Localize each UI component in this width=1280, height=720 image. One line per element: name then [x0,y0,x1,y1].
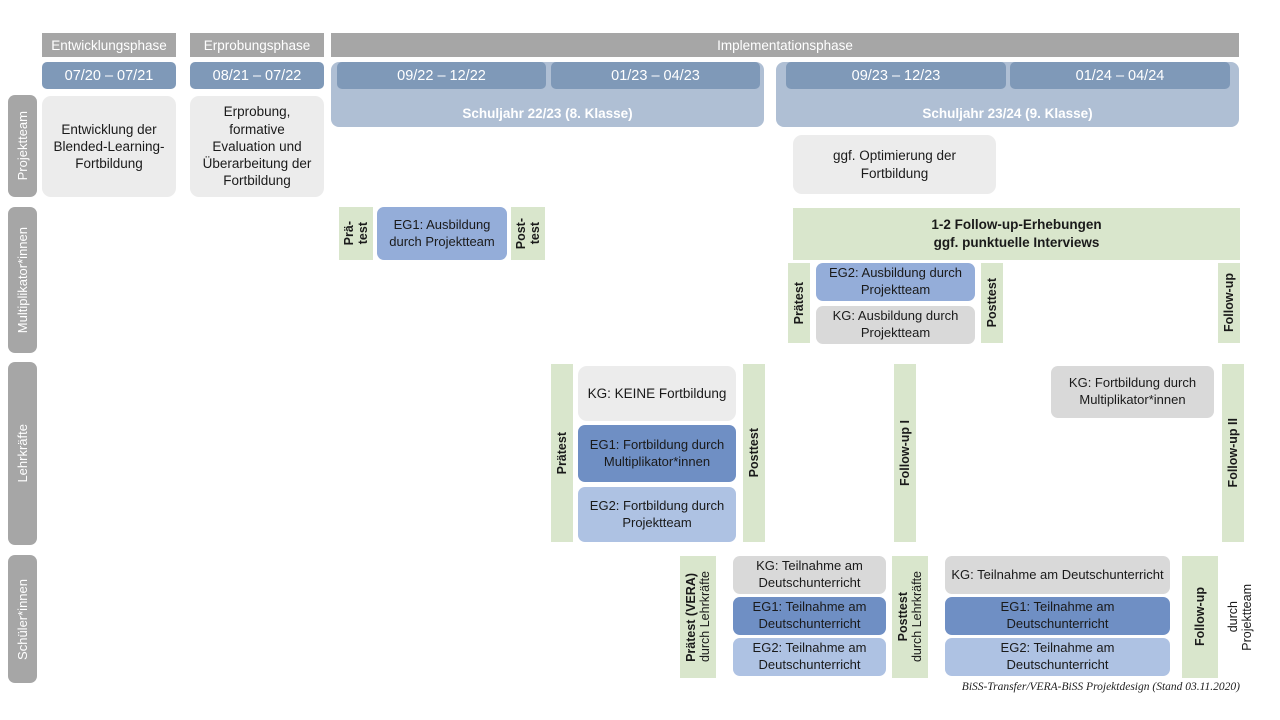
box-text: EG2: Teilnahme am Deutschunterricht [752,640,867,672]
followup-bold-label: Follow-up [1193,587,1207,647]
followup-sub-line1: durch [1226,601,1240,633]
lehrkraefte-kg-keine-fortbildung: KG: KEINE Fortbildung [578,366,736,421]
phase-header-implementation: Implementationsphase [331,33,1239,57]
multiplikatoren-followup: Follow-up [1218,263,1240,343]
box-text: EG2: Ausbildung durch Projektteam [829,265,962,297]
box-text: EG1: Fortbildung durch Multiplikator*inn… [589,436,725,469]
box-text: Entwicklung der Blended-Learning-Fortbil… [53,121,165,172]
praetest-bold-label: Prätest (VERA) [684,572,698,662]
period-label: 01/24 – 04/24 [1075,67,1165,84]
praetest-label: Prätest [792,281,806,325]
praetest-line1: Prä- [342,221,356,246]
multiplikatoren-kg-ausbildung: KG: Ausbildung durch Projektteam [816,306,975,344]
followup-band-line1: 1-2 Follow-up-Erhebungen [931,216,1102,232]
row-label-text: Projektteam [15,111,30,181]
praetest-line2: test [356,222,370,245]
projektteam-box-erprobung: Erprobung, formative Evaluation und Über… [190,96,324,197]
schuelerinnen-praetest-vera: Prätest (VERA) durch Lehrkräfte [680,556,716,678]
period-label: 01/23 – 04/23 [611,67,700,84]
phase-header-label: Erprobungsphase [203,37,311,53]
multiplikatoren-eg1-ausbildung: EG1: Ausbildung durch Projektteam [377,207,507,260]
box-text: EG1: Teilnahme am Deutschunterricht [1000,599,1115,631]
schuelerinnen-posttest: Posttest durch Lehrkräfte [892,556,928,678]
period-09-23-12-23: 09/23 – 12/23 [786,62,1006,89]
praetest-sub-label: durch Lehrkräfte [698,571,712,663]
period-label: 08/21 – 07/22 [212,67,302,84]
projektteam-box-entwicklung: Entwicklung der Blended-Learning-Fortbil… [42,96,176,197]
box-text: Erprobung, formative Evaluation und Über… [202,104,312,189]
lehrkraefte-eg1-fortbildung: EG1: Fortbildung durch Multiplikator*inn… [578,425,736,482]
posttest-sub-label: durch Lehrkräfte [910,571,924,663]
schuelerinnen-eg2-teilnahme-left: EG2: Teilnahme am Deutschunterricht [733,638,886,676]
period-label: 07/20 – 07/21 [64,67,154,84]
period-label: 09/23 – 12/23 [851,67,941,84]
schuelerinnen-eg1-teilnahme-right: EG1: Teilnahme am Deutschunterricht [945,597,1170,635]
multiplikatoren-praetest-right: Prätest [788,263,810,343]
row-label-text: Multiplikator*innen [15,226,30,334]
row-label-schuelerinnen: Schüler*innen [8,555,37,683]
schuelerinnen-eg2-teilnahme-right: EG2: Teilnahme am Deutschunterricht [945,638,1170,676]
footer-text: BiSS-Transfer/VERA-BiSS Projektdesign (S… [961,681,1240,693]
phase-header-erprobung: Erprobungsphase [190,33,324,57]
phase-header-label: Implementationsphase [717,37,853,53]
box-text: EG2: Teilnahme am Deutschunterricht [1000,640,1115,672]
multiplikatoren-followup-band: 1-2 Follow-up-Erhebungen ggf. punktuelle… [793,208,1240,260]
posttest-line1: Post- [514,217,528,250]
box-text: EG1: Ausbildung durch Projektteam [389,216,495,249]
followup-band-line2: ggf. punktuelle Interviews [933,235,1100,250]
followup-label: Follow-up [1222,273,1236,333]
schuelerinnen-followup: Follow-up [1182,556,1218,678]
row-label-text: Schüler*innen [15,578,30,660]
footer-credit: BiSS-Transfer/VERA-BiSS Projektdesign (S… [800,681,1240,697]
box-text: KG: Teilnahme am Deutschunterricht [756,558,863,590]
period-01-23-04-23: 01/23 – 04/23 [551,62,760,89]
followup-sub-line2: Projektteam [1240,583,1254,651]
phase-header-label: Entwicklungsphase [51,37,167,53]
schoolyear-label: Schuljahr 22/23 (8. Klasse) [462,106,633,121]
row-label-projektteam: Projektteam [8,95,37,197]
period-09-22-12-22: 09/22 – 12/22 [337,62,546,89]
multiplikatoren-praetest-left: Prä- test [339,207,373,260]
lehrkraefte-followup-1: Follow-up I [894,364,916,542]
box-text: KG: Fortbildung durch Multiplikator*inne… [1068,375,1197,407]
phase-header-entwicklung: Entwicklungsphase [42,33,176,57]
period-01-24-04-24: 01/24 – 04/24 [1010,62,1230,89]
schoolyear-label: Schuljahr 23/24 (9. Klasse) [922,106,1093,121]
lehrkraefte-praetest: Prätest [551,364,573,542]
posttest-label: Posttest [747,428,761,478]
box-text: KG: KEINE Fortbildung [587,385,727,401]
box-text: ggf. Optimierung der Fortbildung [832,148,957,181]
schuelerinnen-followup-sub: durch Projektteam [1218,556,1262,678]
schuelerinnen-kg-teilnahme-right: KG: Teilnahme am Deutschunterricht [945,556,1170,594]
period-08-21-07-22: 08/21 – 07/22 [190,62,324,89]
box-text: KG: Ausbildung durch Projektteam [832,308,959,340]
praetest-label: Prätest [555,431,569,475]
box-text: KG: Teilnahme am Deutschunterricht [951,566,1164,582]
schuelerinnen-kg-teilnahme-left: KG: Teilnahme am Deutschunterricht [733,556,886,594]
multiplikatoren-posttest-left: Post- test [511,207,545,260]
schuelerinnen-eg1-teilnahme-left: EG1: Teilnahme am Deutschunterricht [733,597,886,635]
followup-label: Follow-up II [1226,418,1240,488]
projektteam-box-optimierung: ggf. Optimierung der Fortbildung [793,135,996,194]
lehrkraefte-eg2-fortbildung: EG2: Fortbildung durch Projektteam [578,487,736,542]
posttest-line2: test [528,222,542,245]
posttest-label: Posttest [985,278,999,328]
lehrkraefte-kg-fortbildung-multiplikatoren: KG: Fortbildung durch Multiplikator*inne… [1051,366,1214,418]
box-text: EG1: Teilnahme am Deutschunterricht [752,599,867,631]
lehrkraefte-posttest: Posttest [743,364,765,542]
lehrkraefte-followup-2: Follow-up II [1222,364,1244,542]
period-label: 09/22 – 12/22 [397,67,486,84]
posttest-bold-label: Posttest [896,592,910,642]
multiplikatoren-posttest-right: Posttest [981,263,1003,343]
row-label-text: Lehrkräfte [15,424,30,483]
box-text: EG2: Fortbildung durch Projektteam [589,497,725,530]
multiplikatoren-eg2-ausbildung: EG2: Ausbildung durch Projektteam [816,263,975,301]
row-label-multiplikatoren: Multiplikator*innen [8,207,37,353]
period-07-20-07-21: 07/20 – 07/21 [42,62,176,89]
row-label-lehrkraefte: Lehrkräfte [8,362,37,545]
followup-label: Follow-up I [898,420,912,486]
